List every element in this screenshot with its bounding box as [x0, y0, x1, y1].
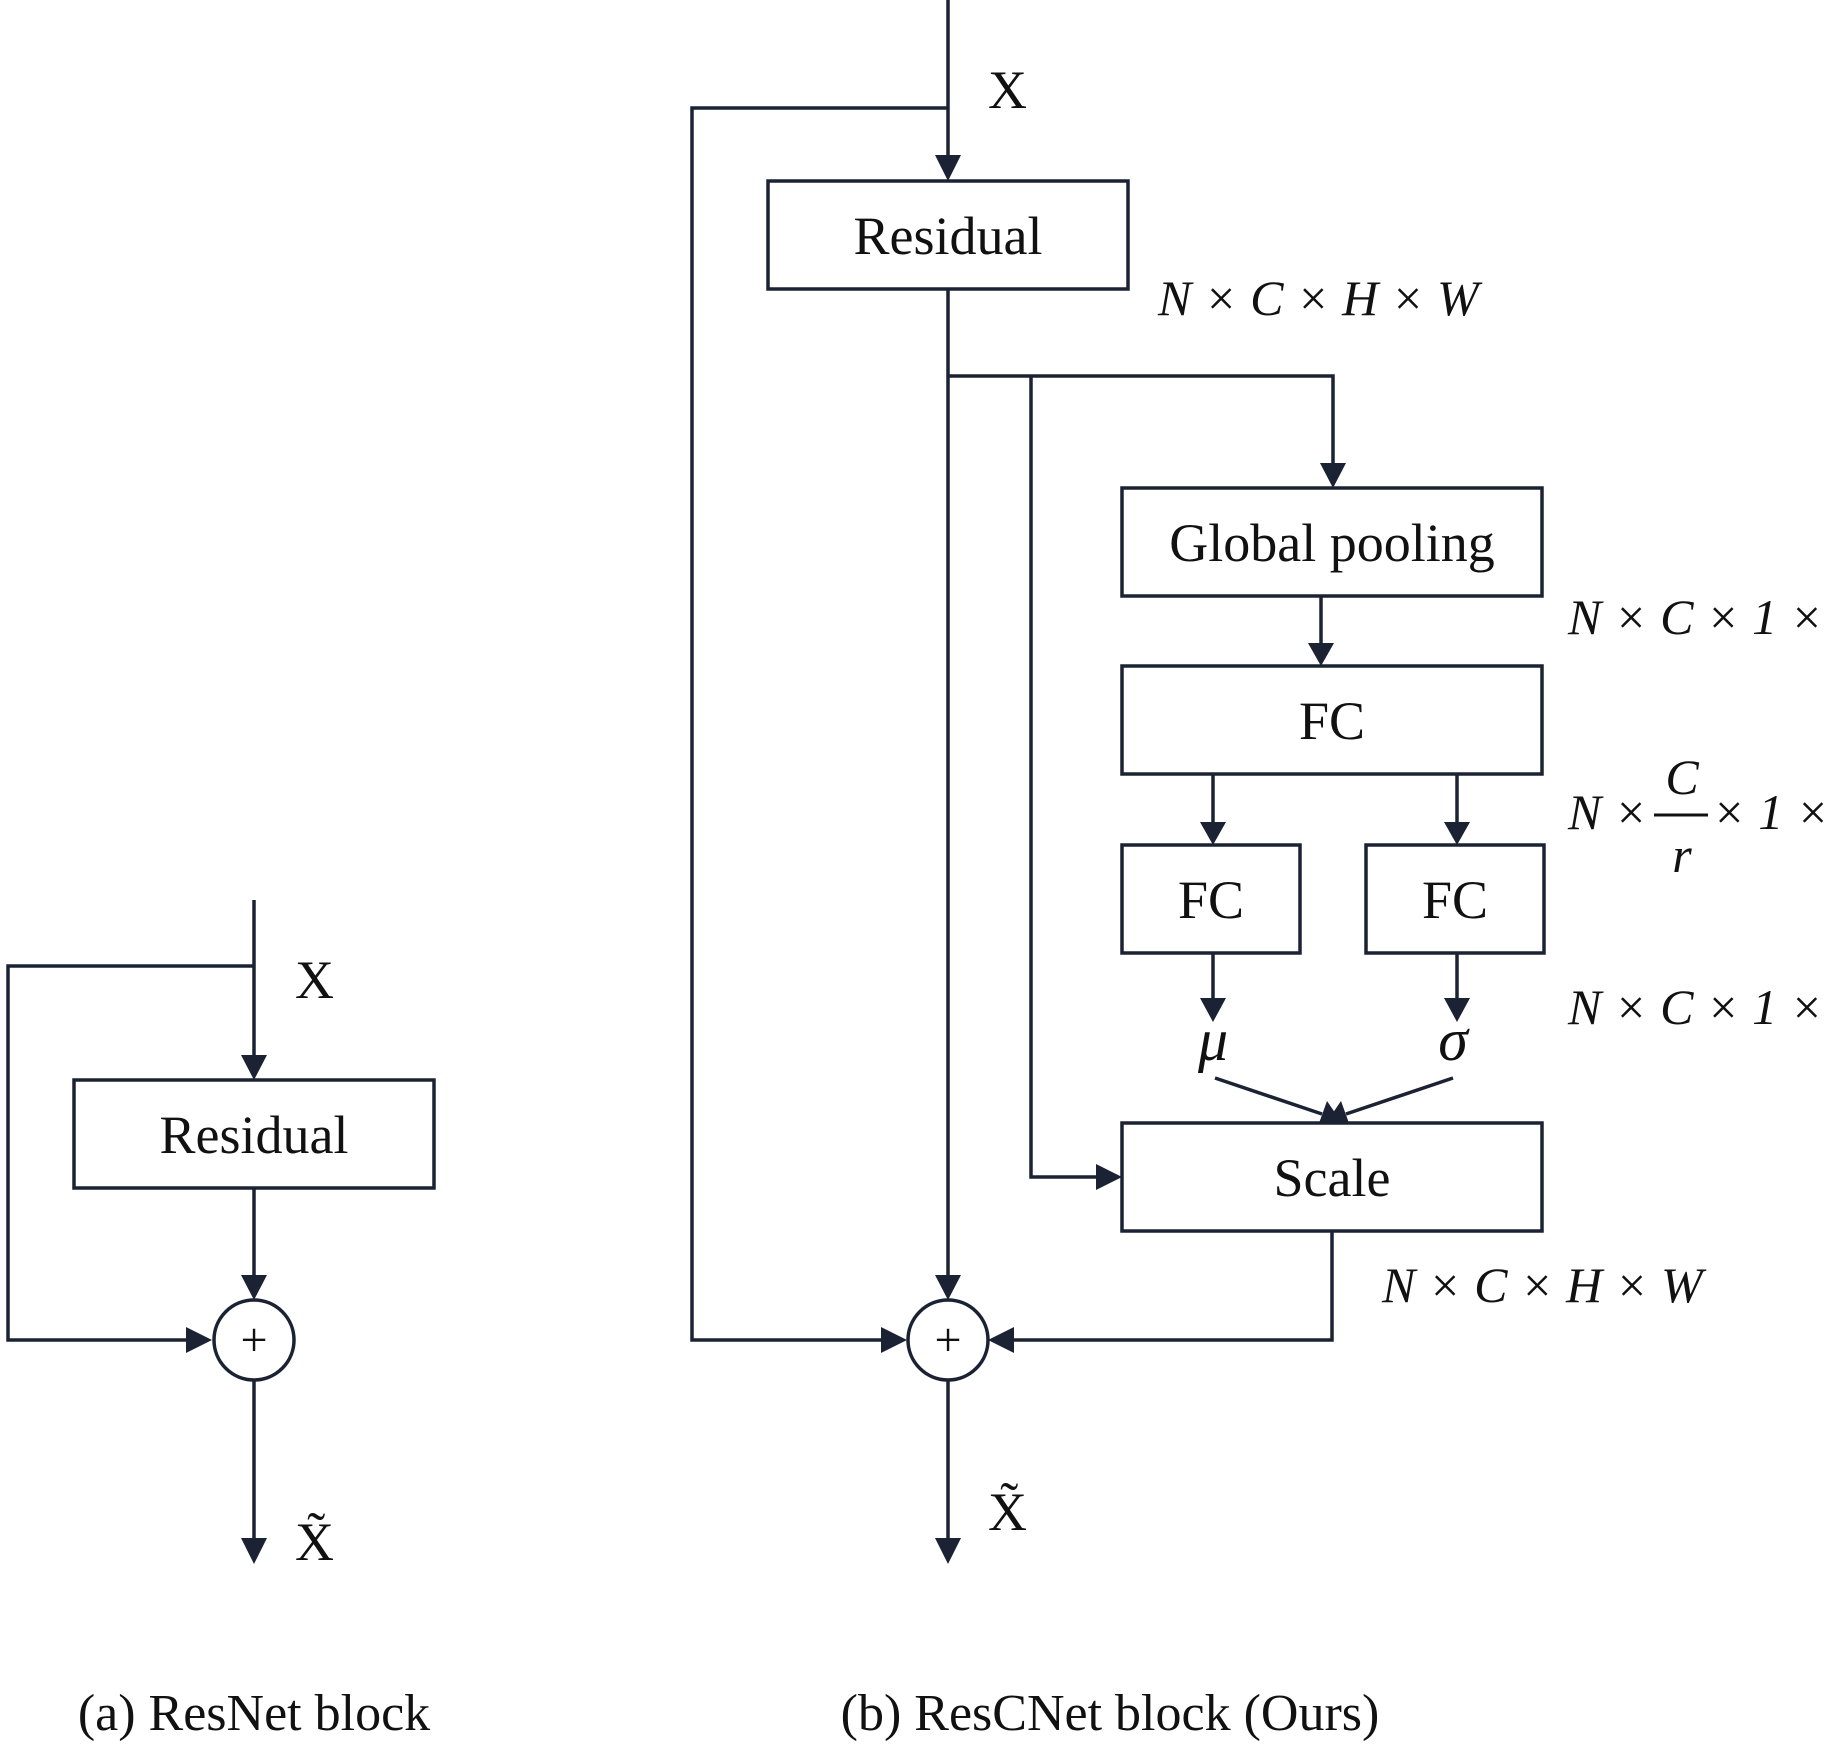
dim-label-fc-pair: N × C × 1 × 1 — [1567, 979, 1832, 1035]
skip-connection-a — [6, 964, 254, 1342]
arrowhead — [1444, 998, 1470, 1022]
resnet-block: X Residual + X̃ (a) ResNet block — [6, 900, 436, 1742]
input-label-a: X — [295, 950, 334, 1010]
dim-label-scale: N × C × H × W — [1381, 1257, 1707, 1313]
arrowhead — [935, 1275, 961, 1300]
residual-label-a: Residual — [160, 1105, 349, 1165]
dim-label-fc: N × C r × 1 × 1 — [1567, 749, 1832, 883]
arrowhead — [1320, 463, 1346, 488]
mu-to-scale-line — [1214, 1076, 1323, 1116]
dim-label-fc-numerator: C — [1665, 749, 1699, 805]
arrowhead — [241, 1275, 267, 1300]
arrowhead — [241, 1055, 267, 1080]
dim-label-pooling: N × C × 1 × 1 — [1567, 589, 1832, 645]
arrowhead — [186, 1327, 212, 1353]
output-label-b: X̃ — [988, 1482, 1027, 1542]
arrowhead — [935, 155, 961, 181]
mu-symbol: μ — [1197, 1007, 1228, 1073]
arrowhead — [988, 1327, 1014, 1353]
fc-right-label: FC — [1422, 870, 1488, 930]
scale-label: Scale — [1274, 1148, 1391, 1208]
fc-box — [1120, 664, 1544, 776]
branch-to-scale — [1029, 376, 1100, 1179]
caption-b: (b) ResCNet block (Ours) — [841, 1685, 1380, 1742]
global-pooling-box — [1120, 486, 1544, 598]
sigma-symbol: σ — [1438, 1007, 1470, 1073]
scale-box — [1120, 1121, 1544, 1233]
arrowhead — [241, 1538, 267, 1564]
arrowhead — [1096, 1164, 1122, 1190]
sum-symbol-a: + — [240, 1314, 267, 1367]
input-label-b: X — [988, 60, 1027, 120]
dim-label-residual: N × C × H × W — [1157, 270, 1483, 326]
arrowhead — [881, 1327, 907, 1353]
residual-label-b: Residual — [854, 206, 1043, 266]
arrowhead — [1328, 1101, 1350, 1126]
dim-label-fc-prefix: N × — [1567, 784, 1648, 840]
fc-left-box — [1120, 843, 1302, 955]
dim-label-fc-denominator: r — [1672, 827, 1692, 883]
output-label-a: X̃ — [295, 1512, 334, 1572]
arrowhead — [1308, 643, 1334, 666]
scale-to-sum-line — [1012, 1231, 1334, 1342]
dim-label-fc-suffix: × 1 × 1 — [1712, 784, 1832, 840]
fc-right-box — [1364, 843, 1546, 955]
arrowhead — [1200, 822, 1226, 845]
skip-connection-b — [690, 106, 948, 1342]
branch-to-pooling — [948, 374, 1335, 468]
sigma-to-scale-line — [1345, 1076, 1454, 1116]
residual-box-a — [72, 1078, 436, 1190]
arrowhead — [1200, 998, 1226, 1022]
fc-left-label: FC — [1178, 870, 1244, 930]
rescnet-block: X Residual N × C × H × W Global pooling … — [690, 0, 1832, 1742]
sum-symbol-b: + — [934, 1314, 961, 1367]
global-pooling-label: Global pooling — [1169, 513, 1494, 573]
arrowhead — [935, 1538, 961, 1564]
fc-label: FC — [1299, 691, 1365, 751]
arrowhead — [1444, 822, 1470, 845]
caption-a: (a) ResNet block — [78, 1685, 430, 1742]
